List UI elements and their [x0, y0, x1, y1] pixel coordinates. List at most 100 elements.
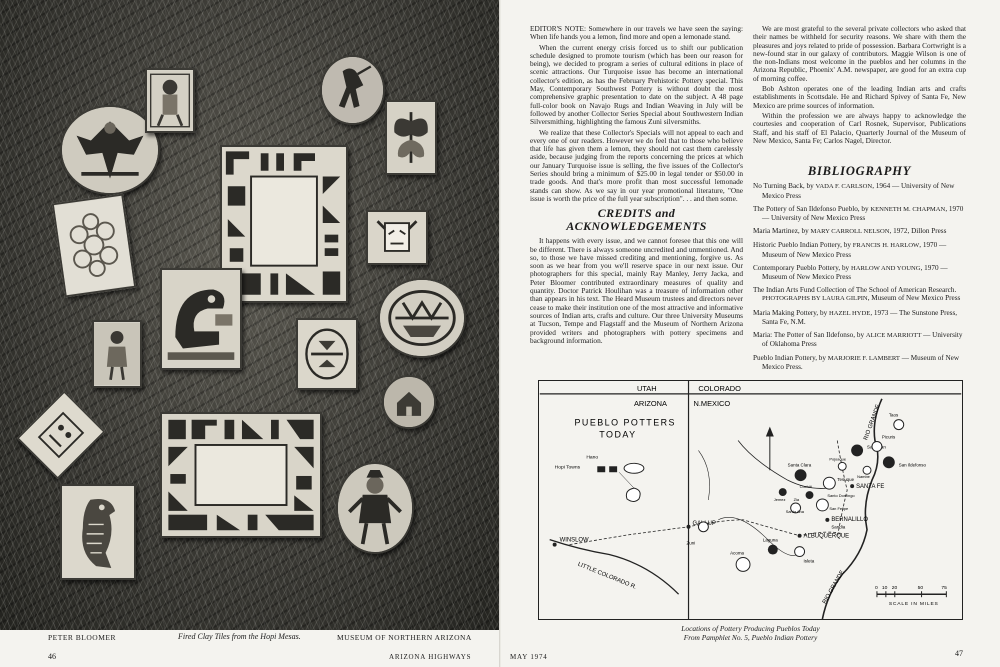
hopi-jar — [625, 487, 641, 502]
map-title-line2: TODAY — [599, 430, 636, 440]
river-little-colorado: LITTLE COLORADO R. — [577, 562, 638, 591]
eagle-tile — [60, 484, 136, 580]
town-santo-domingo: Santo Domingo — [827, 493, 855, 498]
santo-domingo-pot — [815, 498, 829, 512]
map-title-line1: PUEBLO POTTERS — [574, 418, 675, 428]
editors-note-p1: EDITOR'S NOTE: Somewhere in our travels … — [530, 24, 743, 42]
town-isleta: Isleta — [804, 558, 815, 563]
hopi-bowl — [623, 462, 645, 474]
nambe-pot — [862, 465, 872, 475]
town-hopi-towns: Hopi Towns — [555, 464, 581, 470]
bibliography-title: Maria Martinez, by — [753, 227, 811, 236]
bibliography-author: HAZEL HYDE — [829, 309, 871, 317]
editors-note-p3: We realize that these Collector's Specia… — [530, 127, 743, 203]
scale-label-20: 20 — [892, 585, 898, 591]
bibliography-entry: No Turning Back, by VADA F. CARLSON, 196… — [753, 182, 966, 199]
town-san-felipe: San Felipe — [829, 506, 849, 511]
bibliography-entry: Maria: The Potter of San Ildefonso, by A… — [753, 331, 966, 348]
hopi-leader — [618, 472, 635, 489]
tesuque-pot — [822, 476, 836, 490]
town-sandia: Sandia — [831, 525, 845, 530]
square-motif-tile — [296, 318, 358, 390]
cochiti-pot — [805, 491, 814, 500]
issue-date: MAY 1974 — [510, 653, 548, 661]
bibliography-title: The Indian Arts Fund Collection of The S… — [753, 286, 957, 295]
credits-heading: CREDITS and ACKNOWLEDGEMENTS — [530, 207, 743, 233]
page-number-right: 47 — [955, 649, 963, 658]
round-bowl-motif-tile — [378, 278, 466, 358]
bibliography-author: MARJORIE F. LAMBERT — [827, 354, 900, 362]
bibliography-title: The Pottery of San Ildefonso Pueblo, by — [753, 204, 871, 213]
bibliography-entry: Maria Martinez, by MARY CARROLL NELSON, … — [753, 227, 966, 236]
bibliography-entry: The Indian Arts Fund Collection of The S… — [753, 286, 966, 303]
photo-credit-row: PETER BLOOMER Fired Clay Tiles from the … — [0, 631, 500, 645]
editors-note-p2: When the current energy crisis forced us… — [530, 42, 743, 127]
bibliography-author: MARY CARROLL NELSON — [810, 228, 890, 236]
town-cochiti: Cochiti — [800, 484, 812, 489]
kachina-face-tile — [366, 210, 428, 265]
jemez-pot — [778, 488, 787, 497]
scale-label-10: 10 — [882, 585, 888, 591]
tile-photograph — [0, 0, 500, 630]
stream-puerco — [718, 517, 798, 556]
map-scale: 0 10 20 50 75 SCALE IN MILES — [875, 585, 947, 607]
town-santa-clara: Santa Clara — [788, 462, 812, 467]
bird-motif-tile — [160, 268, 242, 370]
scale-label-0: 0 — [875, 585, 878, 591]
bibliography-heading: BIBLIOGRAPHY — [807, 164, 912, 179]
bibliography-publisher: , 1972, Dillon Press — [889, 227, 947, 236]
bibliography-entry: Maria Making Pottery, by HAZEL HYDE, 197… — [753, 309, 966, 326]
town-albuquerque: ALBUQUERQUE — [804, 534, 850, 540]
zuni-pot — [697, 521, 709, 533]
magazine-name: ARIZONA HIGHWAYS — [389, 653, 472, 661]
bibliography-publisher: — Museum of New Mexico Press. — [762, 353, 960, 371]
bibliography-list: No Turning Back, by VADA F. CARLSON, 196… — [753, 182, 966, 370]
bernalillo-dot — [825, 517, 830, 522]
house-tile — [382, 375, 436, 429]
bibliography-title: Maria Making Pottery, by — [753, 308, 829, 317]
bibliography-author: VADA F. CARLSON — [815, 183, 873, 191]
state-new-mexico: N.MEXICO — [693, 399, 730, 408]
zia-pot — [790, 502, 802, 514]
highway-north — [836, 440, 848, 538]
town-taos: Taos — [889, 413, 899, 418]
town-nambe: Nambe — [857, 474, 871, 479]
animal-figure-tile — [145, 68, 195, 133]
state-utah: UTAH — [637, 384, 657, 393]
bibliography-title: No Turning Back, by — [753, 182, 816, 191]
stream-chama — [737, 440, 828, 489]
credits-p3: Bob Ashton operates one of the leading I… — [753, 84, 966, 110]
photographer-credit: PETER BLOOMER — [48, 633, 116, 642]
town-winslow: WINSLOW — [560, 538, 589, 544]
town-hano: Hano — [586, 454, 598, 460]
river-rio-grande-north: RIO GRANDE — [863, 404, 882, 441]
hopi-group: Hopi Towns Hano — [555, 454, 645, 502]
acoma-pot — [735, 557, 751, 572]
highway-66 — [569, 519, 843, 546]
kokopelli-tile — [320, 55, 385, 125]
hopi-pot-2 — [609, 466, 618, 473]
town-tesuque: Tesuque — [837, 477, 854, 482]
state-colorado: COLORADO — [698, 384, 741, 393]
right-page: EDITOR'S NOTE: Somewhere in our travels … — [500, 0, 1000, 667]
little-colorado-river — [549, 539, 680, 595]
credits-p4: Within the profession we are always happ… — [753, 110, 966, 145]
flower-tile — [51, 193, 137, 298]
santa-clara-pot — [794, 469, 807, 482]
bibliography-publisher: , 1970 — University of New Mexico Press — [762, 204, 964, 223]
town-zia: Zia — [794, 497, 800, 502]
map-svg: UTAH COLORADO ARIZONA N.MEXICO PUEBLO PO… — [539, 381, 962, 619]
town-zuni: Zuni — [687, 541, 696, 546]
town-santa-fe: SANTA FE — [856, 484, 884, 490]
town-pojoaque: Pojoaque — [829, 456, 847, 461]
credits-heading-line1: CREDITS and — [597, 206, 676, 221]
bibliography-author: ALICE MARRIOTT — [865, 332, 922, 340]
map-caption: Locations of Pottery Producing Pueblos T… — [538, 624, 963, 642]
state-arizona: ARIZONA — [634, 399, 667, 408]
scale-label-75: 75 — [941, 585, 947, 591]
page-gutter — [499, 0, 501, 667]
gallup-dot — [686, 524, 691, 529]
river-rio-grande-south: RIO GRANDE — [822, 570, 846, 606]
text-column-2: We are most grateful to the several priv… — [753, 24, 966, 376]
clown-figure-tile — [336, 462, 414, 554]
